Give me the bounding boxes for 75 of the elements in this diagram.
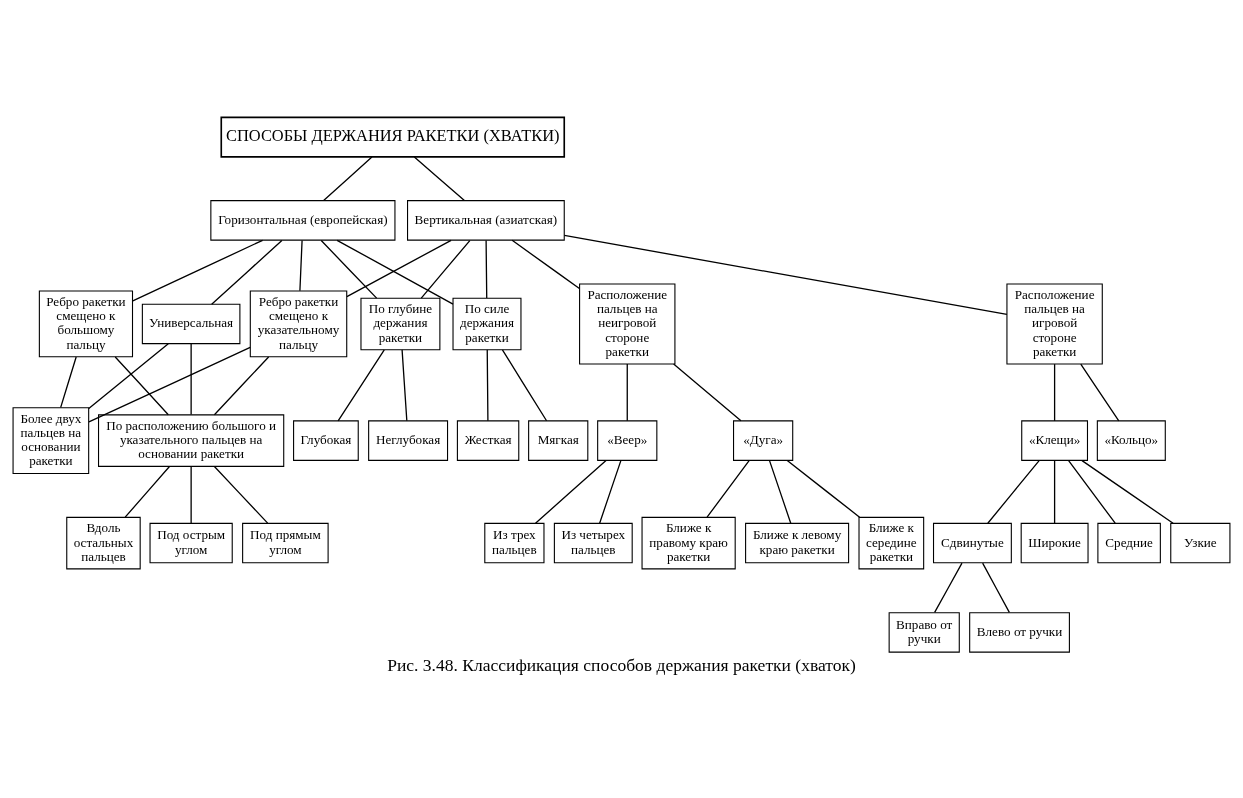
connector [211, 239, 283, 305]
caption: Рис. 3.48. Классификация способов держания ракетки (хваток) [387, 654, 856, 675]
connector [299, 239, 303, 292]
node-box: «Клещи» [1021, 420, 1089, 461]
node-box: «Веер» [597, 420, 658, 461]
node-box: Ближе к правому краю ракетки [641, 516, 736, 570]
connector [1053, 363, 1056, 422]
node-box: По силе держания ракетки [452, 297, 522, 351]
node-box: По глубине держания ракетки [360, 297, 441, 351]
connector [706, 459, 750, 518]
node-box: СПОСОБЫ ДЕРЖАНИЯ РАКЕТКИ (ХВАТКИ) [220, 116, 566, 158]
connector [1053, 459, 1056, 524]
node-box: Сдвинутые [932, 522, 1012, 564]
node-box: Из четырех пальцев [553, 522, 633, 564]
connector [124, 465, 171, 518]
connector [1067, 459, 1116, 524]
connector [626, 363, 628, 422]
node-box: Узкие [1170, 522, 1231, 564]
connector [190, 465, 192, 524]
node-box: Широкие [1020, 522, 1089, 564]
node-box: По расположению большого и указательного пальцев на основании ракетки [98, 414, 285, 467]
connector [88, 343, 169, 410]
node-box: «Кольцо» [1096, 420, 1166, 461]
node-box: Расположение пальцев на игровой стороне ракетки [1006, 283, 1103, 365]
connector [987, 459, 1040, 524]
node-box: Из трех пальцев [484, 522, 545, 564]
connector [320, 239, 378, 299]
connector [786, 459, 861, 518]
node-box: Горизонтальная (европейская) [210, 200, 396, 241]
connector [336, 239, 454, 305]
node-box: Вправо от ручки [888, 612, 960, 653]
connector [934, 562, 963, 614]
connector [132, 239, 264, 302]
connector [534, 459, 607, 524]
node-box: Под острым углом [149, 522, 233, 564]
node-box: Ребро ракетки смещено к указательному пальцу [249, 290, 348, 358]
connector [60, 356, 77, 409]
connector [486, 349, 489, 422]
connector [413, 156, 466, 202]
node-box: Расположение пальцев на неигровой стороне ракетки [579, 283, 676, 365]
connector [346, 239, 452, 298]
connector [1081, 459, 1174, 524]
node-box: Жесткая [456, 420, 520, 461]
node-box: Вертикальная (азиатская) [407, 200, 565, 241]
connector [1080, 363, 1120, 422]
connector [982, 562, 1010, 614]
node-box: Ближе к левому краю ракетки [745, 522, 850, 564]
connector [213, 356, 270, 416]
connector [337, 349, 385, 422]
node-box: Средние [1097, 522, 1161, 564]
connector [114, 356, 169, 416]
node-box: Более двух пальцев на основании ракетки [12, 407, 90, 475]
connector [673, 363, 742, 422]
connector [190, 343, 192, 416]
connector [322, 156, 373, 202]
node-box: Влево от ручки [969, 612, 1070, 653]
connector [88, 346, 251, 423]
connector [401, 349, 408, 422]
connector [599, 459, 622, 524]
connector [213, 465, 269, 524]
node-box: Ближе к середине ракетки [858, 516, 925, 570]
node-box: Под прямым углом [242, 522, 329, 564]
connector [501, 349, 548, 422]
node-box: «Дуга» [733, 420, 794, 461]
node-box: Ребро ракетки смещено к большому пальцу [38, 290, 134, 358]
connector [563, 234, 1008, 315]
connector [485, 239, 488, 299]
node-box: Вдоль остальных пальцев [66, 516, 141, 570]
node-box: Мягкая [528, 420, 589, 461]
connector [511, 239, 581, 290]
node-box: Неглубокая [368, 420, 449, 461]
connector [420, 239, 471, 299]
connector [768, 459, 792, 524]
node-box: Глубокая [293, 420, 359, 461]
node-box: Универсальная [141, 303, 241, 345]
